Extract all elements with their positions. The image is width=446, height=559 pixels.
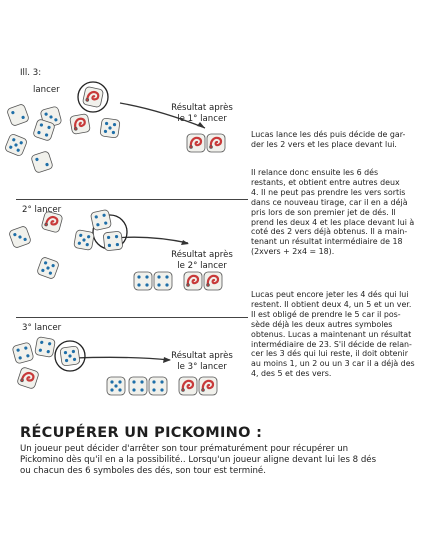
paragraph-3-line: 4, des 5 et des vers. — [251, 369, 332, 379]
kept-r1-worm-2 — [206, 133, 226, 153]
result-caption-1-line-1: Résultat après — [171, 103, 233, 113]
paragraph-2-line: Il relance donc ensuite les 6 dés — [251, 168, 379, 177]
paragraph-3-line: cer les 3 dés qui lui reste, il doit obt… — [251, 349, 408, 359]
die-r3-5 — [59, 345, 81, 367]
die-r2-4a — [90, 209, 112, 231]
die-r1-5 — [5, 134, 27, 156]
section-body-line: Un joueur peut décider d'arrêter son tou… — [20, 444, 349, 454]
divider-round-3 — [16, 317, 248, 318]
paragraph-3: Lucas peut encore jeter les 4 dés qui lu… — [251, 290, 441, 379]
paragraph-2-line: prend les deux 4 et les place devant lui… — [251, 217, 415, 227]
round-3-label: 3° lancer — [22, 323, 62, 333]
paragraph-3-line: Lucas peut encore jeter les 4 dés qui lu… — [251, 290, 409, 299]
paragraph-2-line: tenant un résultat intermédiaire de 18 — [251, 237, 403, 247]
section-body-line: Pickomino dès qu'il en a la possibilité.… — [20, 455, 377, 466]
arrow-round-3 — [74, 356, 171, 361]
kept-r3-worm-1 — [178, 376, 198, 396]
kept-r1-worm-1 — [186, 133, 206, 153]
illustration-label: Ill. 3: — [20, 68, 42, 78]
result-caption-2: Résultat après le 2° lancer — [162, 250, 242, 272]
result-caption-3-line-2: le 3° lancer — [177, 362, 227, 372]
paragraph-3-line: intermédiaire de 23. S'il décide de rela… — [251, 339, 412, 349]
kept-r3-5 — [106, 376, 126, 396]
kept-r3-4a — [128, 376, 148, 396]
paragraph-2-line: pris lors de son premier jet de dés. Il — [251, 207, 396, 217]
result-caption-2-line-1: Résultat après — [171, 250, 233, 260]
die-r1-6 — [31, 151, 53, 173]
result-caption-1: Résultat après le 1° lancer — [160, 103, 244, 125]
kept-r2-4a — [133, 271, 153, 291]
round-1-label: lancer — [33, 85, 60, 95]
round-2-label: 2° lancer — [22, 205, 62, 215]
die-r2-worm — [41, 211, 63, 233]
paragraph-1: Lucas lance les dés puis décide de gar- … — [251, 130, 441, 150]
kept-r2-4b — [153, 271, 173, 291]
paragraph-3-line: Il est obligé de prendre le 5 car il pos… — [251, 309, 401, 319]
kept-r2-worm-1 — [183, 271, 203, 291]
circle-round-3 — [54, 340, 86, 372]
paragraph-3-line: restent. Il obtient deux 4, un 5 et un v… — [251, 299, 412, 309]
die-r2-2 — [73, 229, 95, 251]
paragraph-2: Il relance donc ensuite les 6 dés restan… — [251, 168, 441, 257]
die-r3-worm — [17, 367, 39, 389]
die-r1-3 — [33, 119, 55, 141]
paragraph-2-line: coté des 2 vers déjà obtenus. Il a main- — [251, 227, 408, 237]
section-body-line: ou chacun des 6 symboles des dés, son to… — [20, 466, 266, 477]
section-body: Un joueur peut décider d'arrêter son tou… — [20, 444, 440, 478]
result-caption-2-line-2: le 2° lancer — [177, 261, 227, 271]
paragraph-1-line: Lucas lance les dés puis décide de gar- — [251, 130, 406, 139]
divider-round-2 — [16, 199, 248, 200]
paragraph-3-line: sède déjà les deux autres symboles — [251, 319, 393, 329]
die-r3-1 — [12, 342, 34, 364]
arrow-round-1 — [119, 102, 206, 129]
die-r2-3 — [37, 257, 59, 279]
paragraph-2-line: dans ce nouveau tirage, car il en a déjà — [251, 197, 408, 207]
paragraph-3-line: au moins 1, un 2 ou un 3 car il a déjà d… — [251, 359, 415, 369]
result-caption-3: Résultat après le 3° lancer — [162, 351, 242, 373]
die-r1-2 — [40, 106, 62, 128]
kept-r3-worm-2 — [198, 376, 218, 396]
paragraph-3-line: obtenus. Lucas a maintenant un résultat — [251, 329, 412, 339]
die-r1-worm-2 — [69, 113, 91, 135]
kept-r3-4b — [148, 376, 168, 396]
paragraph-2-line: (2xvers + 2x4 = 18). — [251, 247, 335, 257]
paragraph-2-line: 4. Il ne peut pas prendre les vers sorti… — [251, 187, 406, 197]
result-caption-1-line-2: le 1° lancer — [177, 114, 227, 124]
section-title: RÉCUPÉRER UN PICKOMINO : — [20, 425, 263, 441]
die-r1-4 — [99, 117, 121, 139]
paragraph-2-line: restants, et obtient entre autres deux — [251, 177, 400, 187]
die-r1-worm-1 — [82, 86, 104, 108]
circle-round-1 — [77, 81, 109, 113]
die-r2-4b — [103, 231, 123, 251]
kept-r2-worm-2 — [203, 271, 223, 291]
paragraph-1-line: der les 2 vers et les place devant lui. — [251, 139, 397, 149]
die-r2-1 — [9, 226, 31, 248]
result-caption-3-line-1: Résultat après — [171, 351, 233, 361]
die-r1-1 — [7, 104, 29, 126]
die-r3-2 — [34, 336, 56, 358]
